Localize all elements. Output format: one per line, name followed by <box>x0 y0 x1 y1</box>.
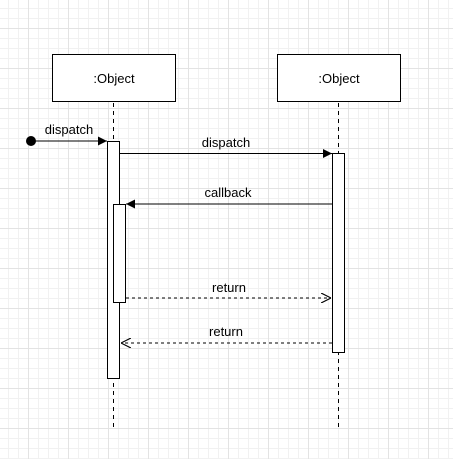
participant-object-2[interactable]: :Object <box>277 54 401 102</box>
dispatch-label: dispatch <box>201 135 251 150</box>
participant-label: :Object <box>318 70 360 86</box>
activation-bar-object-2[interactable] <box>332 153 345 353</box>
activation-bar-callback[interactable] <box>113 204 126 303</box>
found-dispatch-label: dispatch <box>44 122 94 137</box>
return-label-2: return <box>209 324 243 339</box>
callback-label: callback <box>204 185 252 200</box>
participant-label: :Object <box>93 70 135 86</box>
return-label-1: return <box>212 280 246 295</box>
participant-object-1[interactable]: :Object <box>52 54 176 102</box>
